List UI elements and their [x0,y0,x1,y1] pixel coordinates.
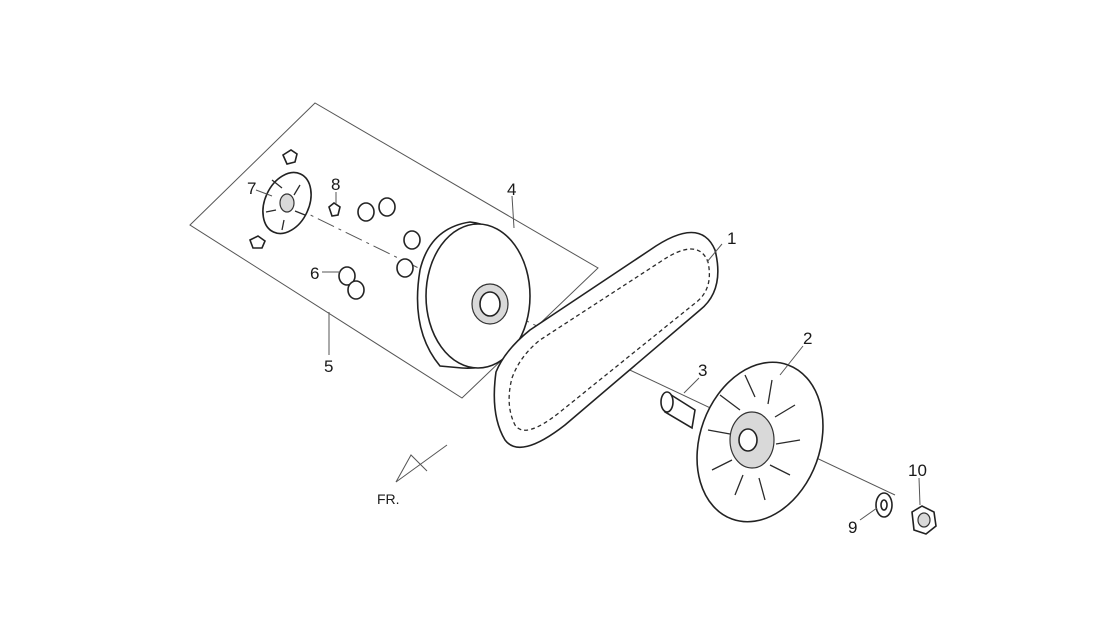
collar-bushing-part [660,391,696,430]
callout-2: 2 [803,329,812,348]
callout-8: 8 [331,175,340,194]
callout-5: 5 [324,357,333,376]
fan-drive-face-part [696,361,824,523]
roller-weights-part [338,197,421,300]
drive-belt-part [493,231,719,449]
ramp-plate-part [262,171,312,235]
axis-line [289,204,546,331]
drive-face-part [416,221,531,369]
callout-3: 3 [698,361,707,380]
slider-clip-parts [248,149,341,249]
nut-part [911,505,937,535]
callout-4: 4 [507,180,516,199]
callout-1: 1 [727,229,736,248]
front-direction-label: FR. [377,491,400,507]
callout-6: 6 [310,264,319,283]
front-direction-arrow [395,444,448,483]
leader-lines [255,189,921,521]
washer-part [875,492,893,518]
callout-7: 7 [247,179,256,198]
kit-box-outline [189,102,599,399]
callout-9: 9 [848,518,857,537]
callout-10: 10 [908,461,927,480]
